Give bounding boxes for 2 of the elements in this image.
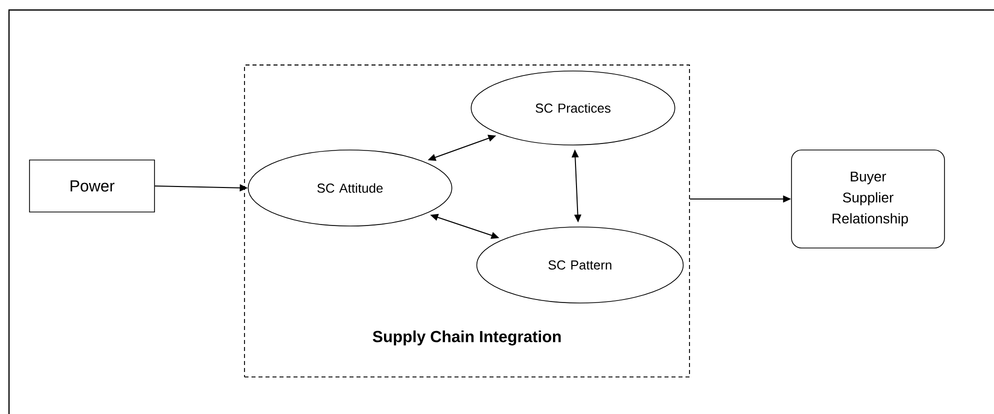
- concept-box: Power: [29, 160, 155, 212]
- outcome-box: Buyer Supplier Relationship: [791, 150, 945, 248]
